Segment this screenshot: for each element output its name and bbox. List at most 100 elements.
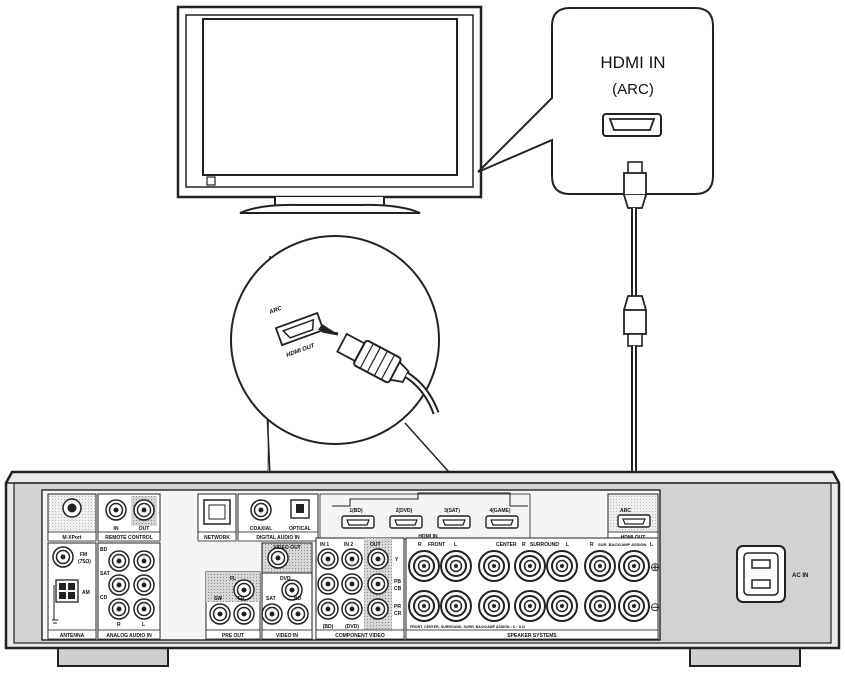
coaxial-label: COAXIAL (250, 526, 273, 532)
pre-out-label: PRE OUT (222, 633, 244, 639)
speaker-front-l-minus[interactable] (440, 590, 472, 622)
polarity-minus-icon: ⊖ (650, 600, 660, 614)
zoom-arc-label: ARC (268, 306, 284, 317)
hdmi-out-zoom-view: ARC HDMI OUT (230, 235, 493, 521)
speaker-center-minus[interactable] (478, 590, 510, 622)
analog-l-label: L (142, 622, 145, 628)
pre-out-fr-label: FR (238, 596, 245, 602)
component-in2-y-jack[interactable] (341, 548, 363, 570)
component-in2-label: IN 2 (344, 542, 353, 548)
hdmi-in-label-4: 4(GAME) (489, 508, 510, 514)
remote-out-jack[interactable] (133, 499, 155, 521)
spk-back-label: SUR. BACK/AMP ASSIGN (598, 542, 647, 547)
component-in2-pb-jack[interactable] (341, 573, 363, 595)
component-out-pr-jack[interactable] (367, 598, 389, 620)
analog-cd-label: CD (100, 595, 108, 601)
speaker-back-l-plus[interactable] (618, 550, 650, 582)
analog-r-label: R (117, 622, 121, 628)
av-receiver-rear-panel: M-XPort IN OUT REMOTE CONTROL NETWORK CO… (4, 470, 841, 667)
analog-bd-label: BD (100, 547, 108, 553)
optical-label: OPTICAL (289, 526, 311, 532)
analog-audio-in-label: ANALOG AUDIO IN (106, 633, 152, 639)
component-out-y-jack[interactable] (367, 548, 389, 570)
component-dvd-label: (DVD) (345, 624, 359, 630)
component-in1-pb-jack[interactable] (317, 573, 339, 595)
hdmi-in-label-2: 2(DVD) (396, 508, 413, 514)
analog-bd-r-jack[interactable] (108, 550, 130, 572)
hdmi-cable (623, 161, 647, 518)
component-out-pb-jack[interactable] (367, 573, 389, 595)
spk-surround-r-label: R (522, 542, 526, 548)
video-in-dvd-label: DVD (280, 576, 291, 582)
am-antenna-terminal[interactable] (52, 579, 79, 624)
speaker-systems-label: SPEAKER SYSTEMS (507, 633, 557, 639)
pre-out-fl-label: FL (230, 576, 236, 582)
spk-center-label: CENTER (496, 542, 517, 548)
hdmi-in-label: HDMI IN (418, 534, 438, 540)
hdmi-out-arc-port[interactable] (617, 514, 651, 528)
component-in1-pr-jack[interactable] (317, 598, 339, 620)
speaker-center-plus[interactable] (478, 550, 510, 582)
ac-inlet[interactable] (736, 545, 786, 603)
video-in-label: VIDEO IN (276, 633, 298, 639)
speaker-back-l-minus[interactable] (618, 590, 650, 622)
analog-sat-label: SAT (100, 571, 110, 577)
callout-title: HDMI IN (600, 53, 665, 72)
component-cb-label: CB (394, 586, 402, 592)
component-in2-pr-jack[interactable] (341, 598, 363, 620)
fm-ohm-label: (75Ω) (78, 559, 91, 565)
hdmi-in-label-1: 1(BD) (349, 508, 363, 514)
speaker-surround-r-plus[interactable] (514, 550, 546, 582)
analog-cd-l-jack[interactable] (133, 598, 155, 620)
video-in-sat-label: SAT (266, 596, 276, 602)
tv-hdmi-port-icon (602, 113, 662, 137)
video-in-bd-jack[interactable] (287, 603, 309, 625)
tv-power-led (206, 176, 216, 186)
speaker-front-r-plus[interactable] (408, 550, 440, 582)
component-in1-label: IN 1 (320, 542, 329, 548)
pre-out-sw-label: SW (214, 596, 222, 602)
video-out-label: VIDEO OUT (273, 545, 301, 551)
component-in1-y-jack[interactable] (317, 548, 339, 570)
remote-in-jack[interactable] (105, 499, 127, 521)
polarity-plus-icon: ⊕ (650, 560, 660, 574)
component-pb-label: PB (394, 579, 401, 585)
component-cr-label: CR (394, 611, 402, 617)
component-out-label: OUT (370, 542, 381, 548)
hdmi-in-port-1[interactable] (341, 515, 375, 529)
callout-subtitle: (ARC) (612, 81, 654, 98)
m-xport-label: M-XPort (62, 535, 82, 541)
pre-out-sw-jack[interactable] (209, 603, 231, 625)
spk-surround-l-label: L (566, 542, 569, 548)
analog-sat-l-jack[interactable] (133, 574, 155, 596)
hdmi-in-port-2[interactable] (389, 515, 423, 529)
remote-control-label: REMOTE CONTROL (105, 535, 153, 541)
network-ethernet-port[interactable] (203, 499, 231, 525)
remote-in-label: IN (114, 526, 119, 532)
coaxial-jack[interactable] (250, 499, 272, 521)
video-in-bd-label: BD (294, 596, 302, 602)
analog-bd-l-jack[interactable] (133, 550, 155, 572)
speaker-surround-r-minus[interactable] (514, 590, 546, 622)
video-in-sat-jack[interactable] (261, 603, 283, 625)
speaker-surround-l-plus[interactable] (546, 550, 578, 582)
spk-surround-label: SURROUND (530, 542, 559, 548)
pre-out-fr-jack[interactable] (233, 603, 255, 625)
speaker-front-r-minus[interactable] (408, 590, 440, 622)
speaker-back-r-plus[interactable] (584, 550, 616, 582)
video-out-jack[interactable] (267, 547, 289, 569)
antenna-label: ANTENNA (60, 633, 85, 639)
hdmi-in-port-4[interactable] (485, 515, 519, 529)
analog-sat-r-jack[interactable] (108, 574, 130, 596)
component-bd-label: (BD) (323, 624, 334, 630)
hdmi-in-port-3[interactable] (437, 515, 471, 529)
analog-cd-r-jack[interactable] (108, 598, 130, 620)
spk-back-l-label: L (650, 542, 653, 548)
speaker-front-l-plus[interactable] (440, 550, 472, 582)
ac-in-label: AC IN (792, 573, 808, 579)
speaker-surround-l-minus[interactable] (546, 590, 578, 622)
component-video-label: COMPONENT VIDEO (335, 633, 385, 639)
hdmi-in-arc-callout: HDMI IN (ARC) (477, 7, 714, 195)
fm-antenna-jack[interactable] (52, 546, 74, 568)
speaker-back-r-minus[interactable] (584, 590, 616, 622)
